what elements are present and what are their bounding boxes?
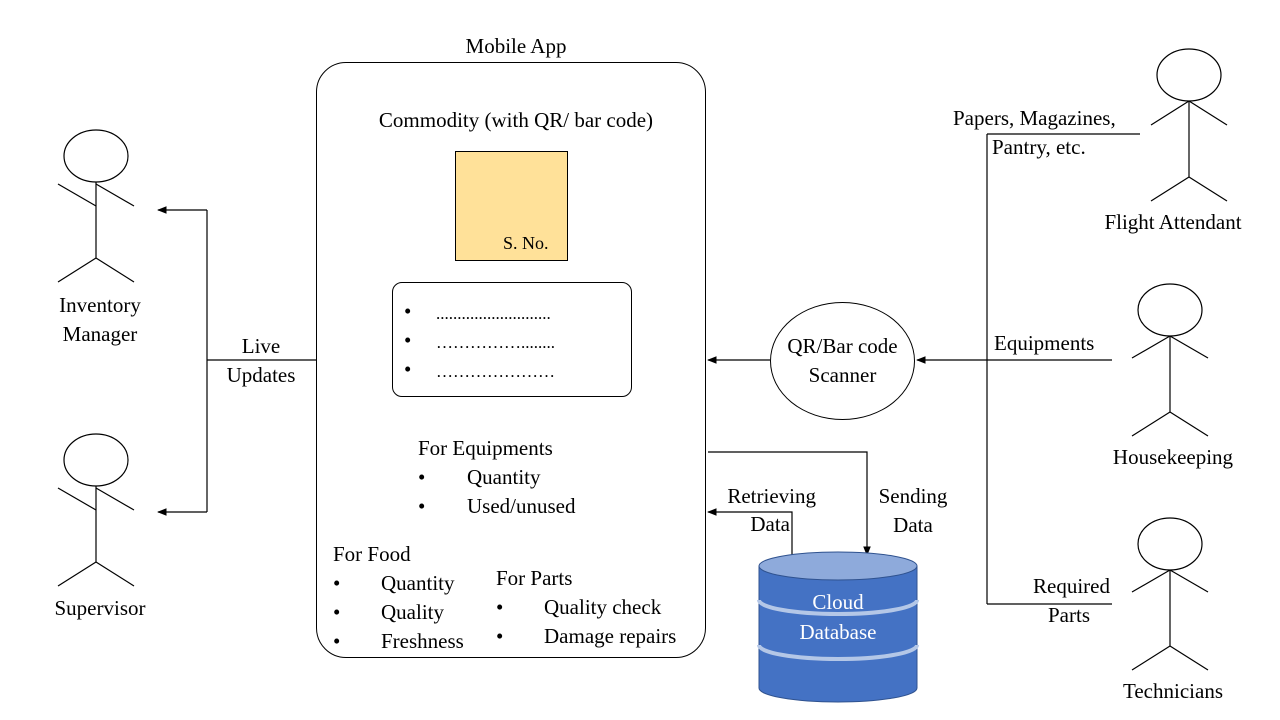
actor-housekeeping-label: Housekeeping: [1112, 445, 1234, 469]
actor-supervisor-figure: [57, 433, 135, 587]
food-bullet: •: [333, 629, 341, 653]
actor-flight-attendant-label: Flight Attendant: [1104, 210, 1242, 234]
food-item-quantity: Quantity: [381, 571, 455, 595]
parts-item-quality-check: Quality check: [544, 595, 662, 619]
parts-bullet: •: [496, 624, 504, 648]
input-parts-label-1: Required: [1033, 574, 1110, 598]
actor-housekeeping-figure: [1131, 283, 1209, 437]
food-bullet: •: [333, 600, 341, 624]
database-label-1: Cloud: [812, 590, 864, 614]
food-item-freshness: Freshness: [381, 629, 464, 653]
serial-number-label: S. No.: [503, 233, 549, 253]
parts-heading: For Parts: [496, 566, 573, 590]
retrieving-data-label-1: Retrieving: [727, 484, 816, 508]
retrieving-data-label-2: Data: [750, 512, 790, 536]
commodity-details-box: [392, 282, 632, 397]
arrow-sending-data: [708, 451, 871, 556]
parts-bullet: •: [496, 595, 504, 619]
mobile-app-title: Mobile App: [465, 34, 567, 58]
input-papers-label-2: Pantry, etc.: [992, 135, 1086, 159]
input-papers-label-1: Papers, Magazines,: [953, 106, 1116, 130]
food-item-quality: Quality: [381, 600, 444, 624]
equipments-item-quantity: Quantity: [467, 465, 541, 489]
sending-data-label-1: Sending: [878, 484, 948, 508]
parts-item-damage-repairs: Damage repairs: [544, 624, 677, 648]
actor-inventory-manager-label-2: Manager: [62, 322, 138, 346]
qr-bar-code-scanner: QR/Bar code Scanner: [770, 302, 915, 420]
details-row-2: ……………........: [436, 333, 555, 352]
details-row-3: …………………: [436, 362, 555, 381]
details-row-1: ...........................: [436, 304, 551, 323]
database-label-2: Database: [799, 620, 877, 644]
actor-technicians-figure: [1131, 517, 1209, 671]
input-equipments-label: Equipments: [994, 331, 1095, 355]
equipments-bullet: •: [418, 494, 426, 518]
actor-supervisor-label: Supervisor: [54, 596, 146, 620]
sending-data-label-2: Data: [893, 513, 933, 537]
cloud-database-cylinder: [757, 551, 919, 703]
equipments-item-used: Used/unused: [467, 494, 576, 518]
equipments-heading: For Equipments: [418, 436, 553, 460]
commodity-qr-card: [455, 151, 568, 261]
actor-technicians-label: Technicians: [1123, 679, 1223, 703]
actor-inventory-manager-figure: [57, 129, 135, 283]
details-bullet: •: [404, 299, 412, 323]
live-updates-label-2: Updates: [226, 363, 296, 387]
details-bullet: •: [404, 357, 412, 381]
live-updates-label-1: Live: [241, 334, 281, 358]
mobile-app-frame: [316, 62, 706, 658]
food-bullet: •: [333, 571, 341, 595]
commodity-label: Commodity (with QR/ bar code): [378, 108, 654, 132]
actor-inventory-manager-label-1: Inventory: [59, 293, 141, 317]
details-bullet: •: [404, 328, 412, 352]
actor-flight-attendant-figure: [1150, 48, 1228, 202]
equipments-bullet: •: [418, 465, 426, 489]
food-heading: For Food: [333, 542, 411, 566]
input-parts-label-2: Parts: [1048, 603, 1090, 627]
scanner-label: QR/Bar code Scanner: [787, 334, 898, 387]
arrow-retrieving-data: [707, 508, 793, 556]
